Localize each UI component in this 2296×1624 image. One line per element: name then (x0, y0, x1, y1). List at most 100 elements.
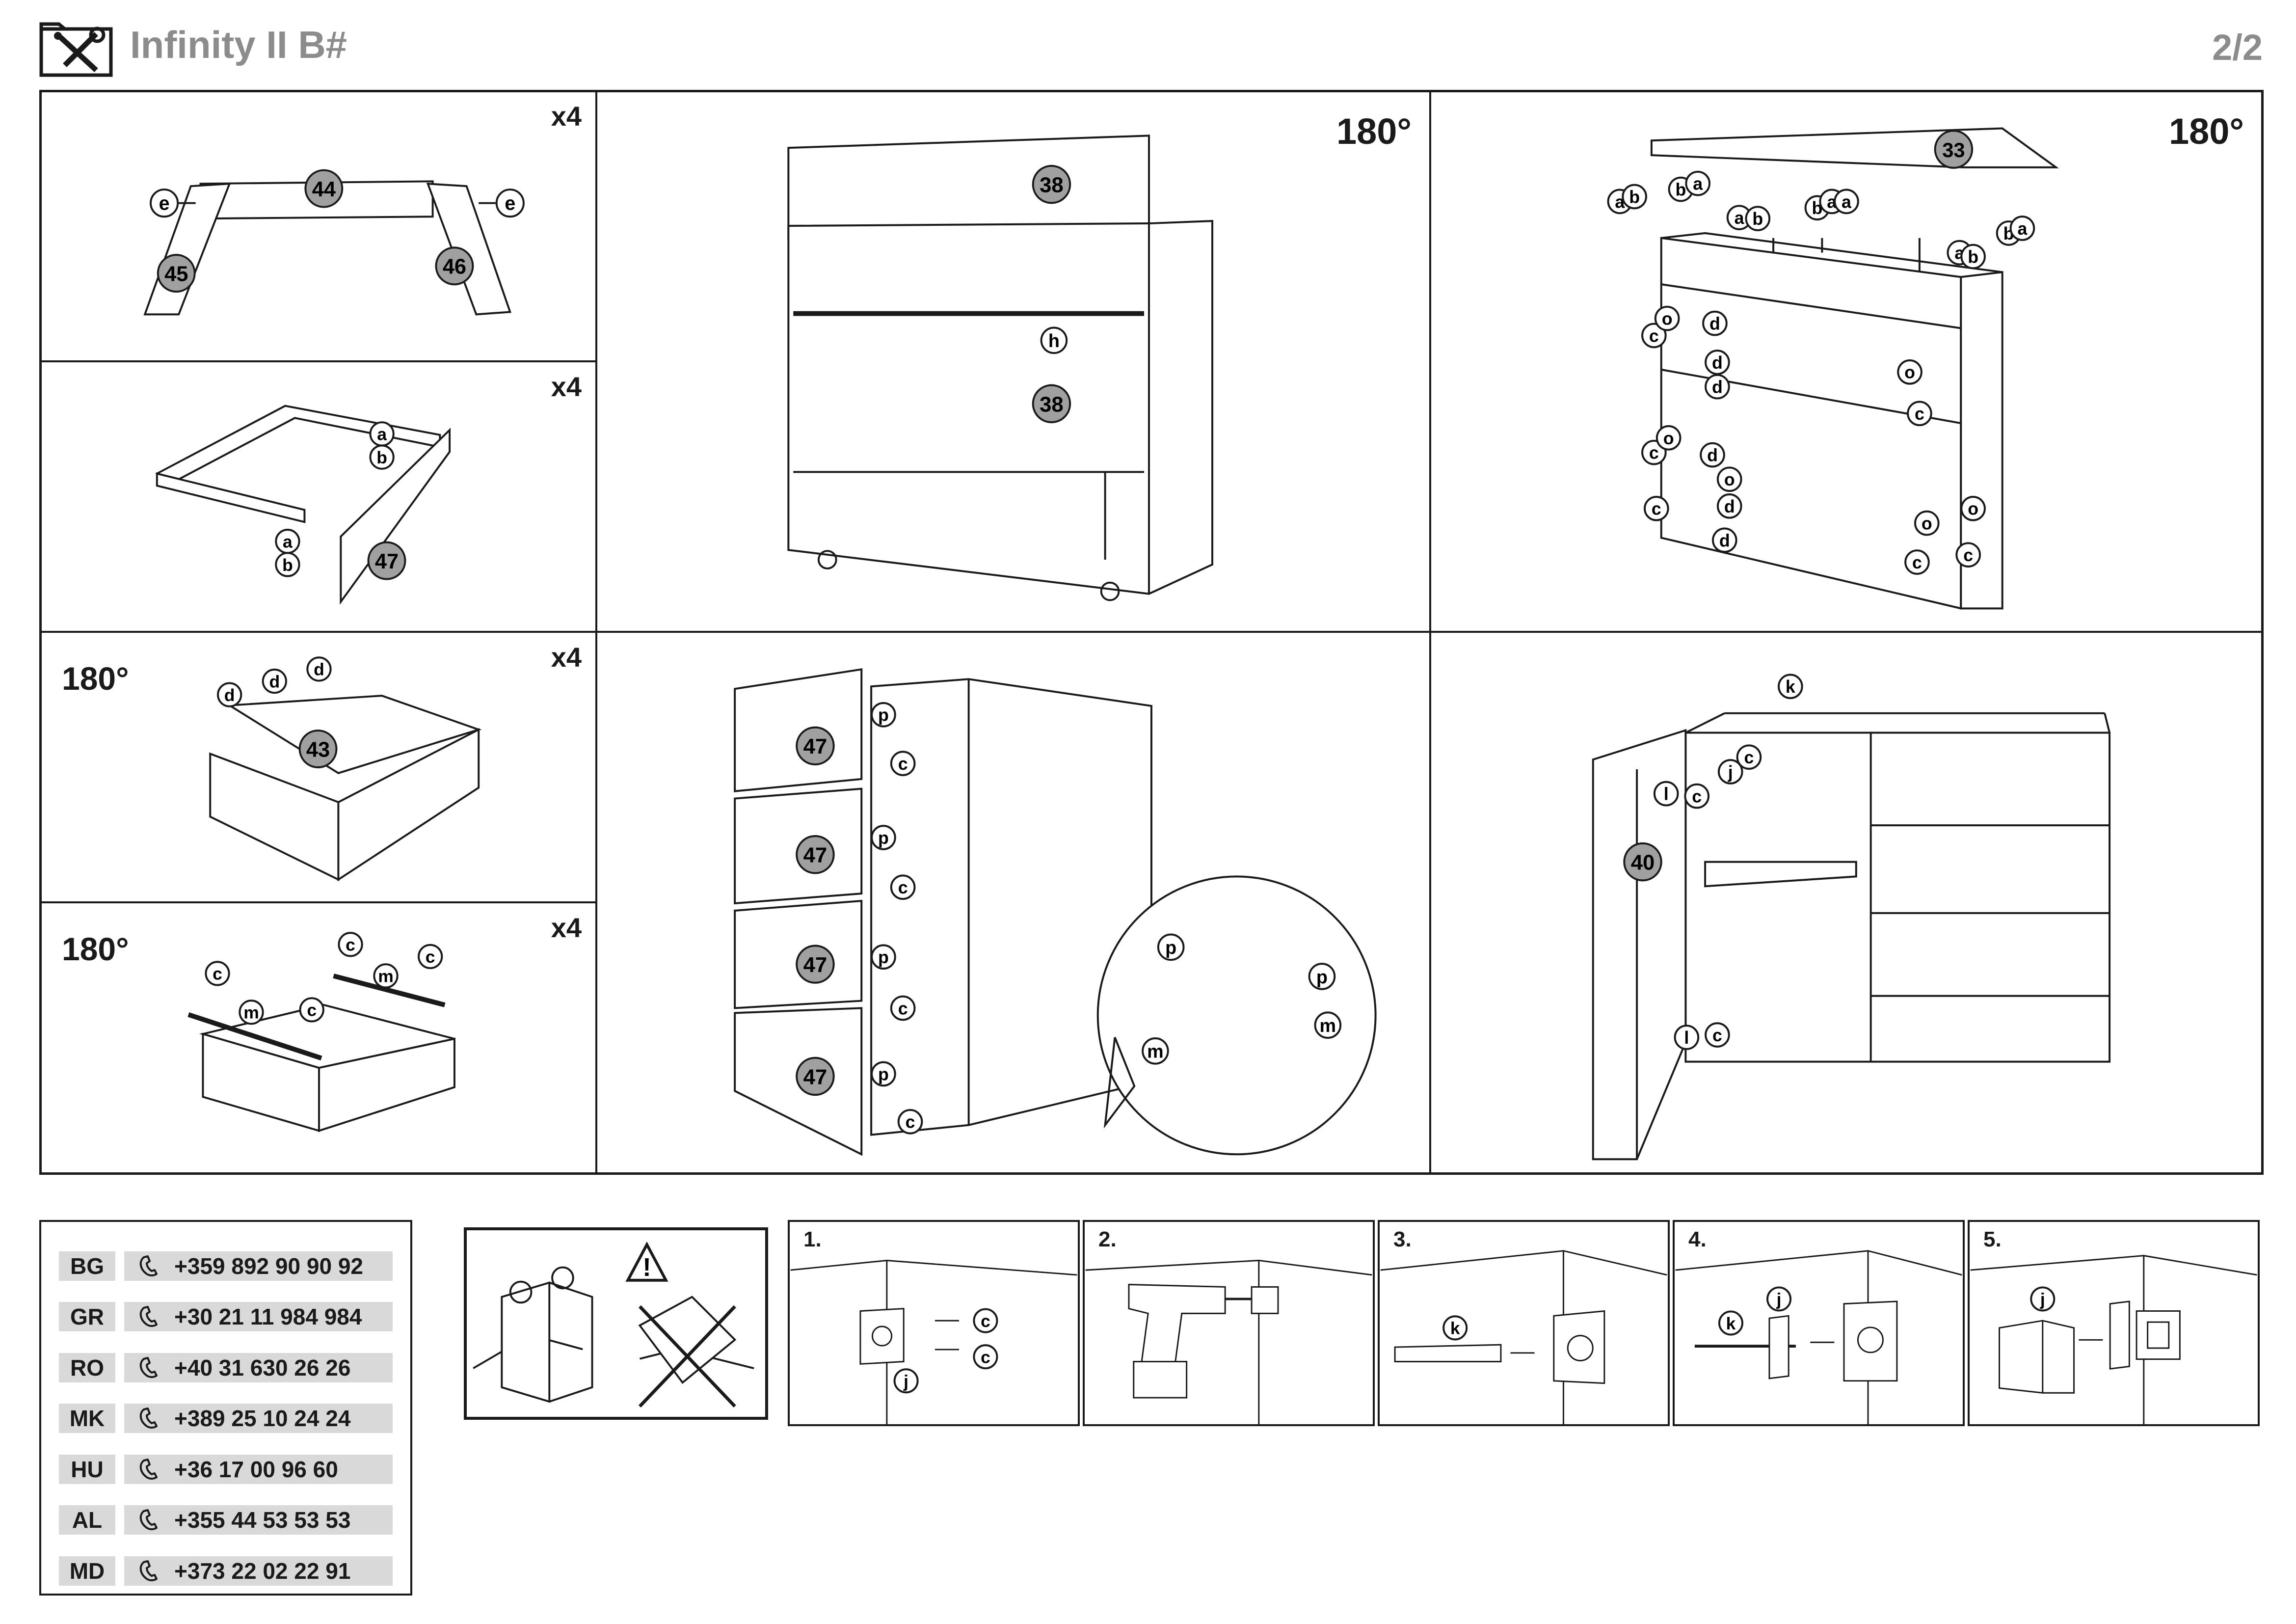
svg-text:d: d (1712, 353, 1723, 373)
svg-text:o: o (1922, 514, 1932, 534)
fitting-label: c (890, 995, 916, 1021)
phone-icon (139, 1509, 158, 1531)
svg-text:47: 47 (803, 953, 828, 977)
country-code: RO (59, 1353, 115, 1382)
svg-text:c: c (906, 1112, 915, 1132)
document-title: Infinity II B# (130, 23, 347, 66)
country-code: AL (59, 1505, 115, 1535)
fitting-label: j (1717, 759, 1743, 785)
step-panel-back-panels: 180° 38 38 h (595, 90, 1431, 633)
contact-row: MD+373 22 02 22 91 (59, 1545, 393, 1597)
svg-text:!: ! (642, 1253, 651, 1282)
svg-text:a: a (1693, 174, 1703, 194)
svg-text:46: 46 (443, 255, 466, 279)
svg-text:h: h (1048, 330, 1060, 351)
part-number-badge: 47 (796, 835, 835, 874)
svg-text:a: a (1735, 208, 1745, 228)
tools-icon (39, 22, 113, 77)
quantity-label: x4 (551, 101, 582, 132)
svg-text:m: m (378, 967, 394, 986)
part-number-badge: 47 (796, 1056, 835, 1096)
fitting-label: c (973, 1308, 998, 1333)
svg-text:d: d (224, 685, 235, 705)
svg-text:d: d (269, 672, 280, 691)
fitting-label: d (217, 682, 242, 707)
fitting-label: a (275, 529, 300, 554)
fitting-label: p (871, 944, 896, 970)
fitting-label: c (1904, 549, 1930, 575)
svg-text:a: a (1842, 192, 1852, 212)
fitting-label: c (1641, 323, 1667, 349)
svg-text:p: p (878, 828, 889, 848)
phone-icon (139, 1458, 158, 1480)
svg-text:47: 47 (375, 550, 399, 573)
phone-number: +359 892 90 90 92 (124, 1251, 393, 1281)
svg-text:o: o (1904, 363, 1915, 382)
fitting-label: b (275, 552, 300, 577)
fitting-label: d (1700, 442, 1725, 468)
country-code: BG (59, 1251, 115, 1281)
drill-icon (1128, 1284, 1259, 1399)
svg-text:b: b (376, 448, 387, 467)
svg-text:b: b (1752, 209, 1763, 229)
fitting-label: a (1685, 170, 1711, 196)
contact-row: AL+355 44 53 53 53 (59, 1495, 393, 1546)
svg-text:k: k (1450, 1319, 1460, 1338)
country-code: GR (59, 1302, 115, 1332)
part-number-badge: 38 (1032, 164, 1071, 204)
part-number-badge: 45 (157, 254, 196, 293)
fitting-label: o (1716, 466, 1742, 492)
rotate-180-icon: 180° (2168, 111, 2244, 152)
svg-text:38: 38 (1040, 173, 1064, 197)
svg-text:c: c (1649, 326, 1659, 346)
svg-text:d: d (1719, 531, 1730, 550)
fitting-label: p (1157, 933, 1185, 961)
page-number: 2/2 (2212, 27, 2263, 68)
svg-text:k: k (1726, 1314, 1736, 1333)
part-number-badge: 44 (304, 169, 344, 208)
fitting-label: b (1745, 206, 1771, 231)
fitting-label: j (1766, 1286, 1792, 1312)
fitting-label: c (890, 874, 916, 900)
quantity-label: x4 (551, 642, 582, 673)
fitting-label: c (897, 1109, 923, 1135)
svg-text:o: o (1663, 429, 1674, 448)
fitting-label: c (1955, 542, 1981, 568)
fitting-label: c (1644, 496, 1669, 521)
fitting-label: d (1702, 310, 1728, 336)
svg-text:44: 44 (312, 178, 336, 201)
wall-fixing-step: 1. c c j (788, 1220, 1080, 1426)
fitting-label: h (1040, 326, 1068, 354)
fitting-label: a (1726, 205, 1752, 230)
svg-text:k: k (1786, 677, 1795, 697)
contact-row: HU +36 17 00 96 60 (59, 1444, 393, 1495)
phone-number: +36 17 00 96 60 (124, 1454, 393, 1484)
fitting-label: l (1674, 1025, 1700, 1050)
fitting-label: d (1716, 493, 1742, 519)
svg-text:c: c (1912, 553, 1922, 572)
phone-icon (139, 1560, 158, 1581)
fitting-label: p (871, 702, 896, 728)
tip-over-warning: ! (464, 1227, 768, 1420)
fitting-label: m (373, 963, 399, 989)
fitting-label: a (369, 421, 395, 447)
fitting-label: d (1711, 527, 1737, 553)
country-code: HU (59, 1454, 115, 1484)
svg-text:43: 43 (306, 738, 330, 761)
fitting-label: d (306, 656, 332, 682)
quantity-label: x4 (551, 371, 582, 402)
svg-text:d: d (1724, 497, 1735, 516)
fitting-label: m (1142, 1037, 1169, 1065)
svg-text:a: a (377, 425, 387, 444)
phone-number: +30 21 11 984 984 (124, 1302, 393, 1332)
svg-text:d: d (1709, 314, 1720, 333)
rotate-180-icon: 180° (62, 931, 129, 967)
step-panel-drawer-box: x4 47 a b a b (39, 360, 597, 633)
svg-text:b: b (282, 555, 293, 575)
svg-text:o: o (1968, 499, 1978, 519)
rotate-180-icon: 180° (1336, 111, 1412, 152)
fitting-label: j (893, 1368, 919, 1394)
step-number: 2. (1098, 1227, 1117, 1251)
fitting-label: b (1622, 184, 1647, 210)
svg-text:d: d (1712, 378, 1723, 397)
